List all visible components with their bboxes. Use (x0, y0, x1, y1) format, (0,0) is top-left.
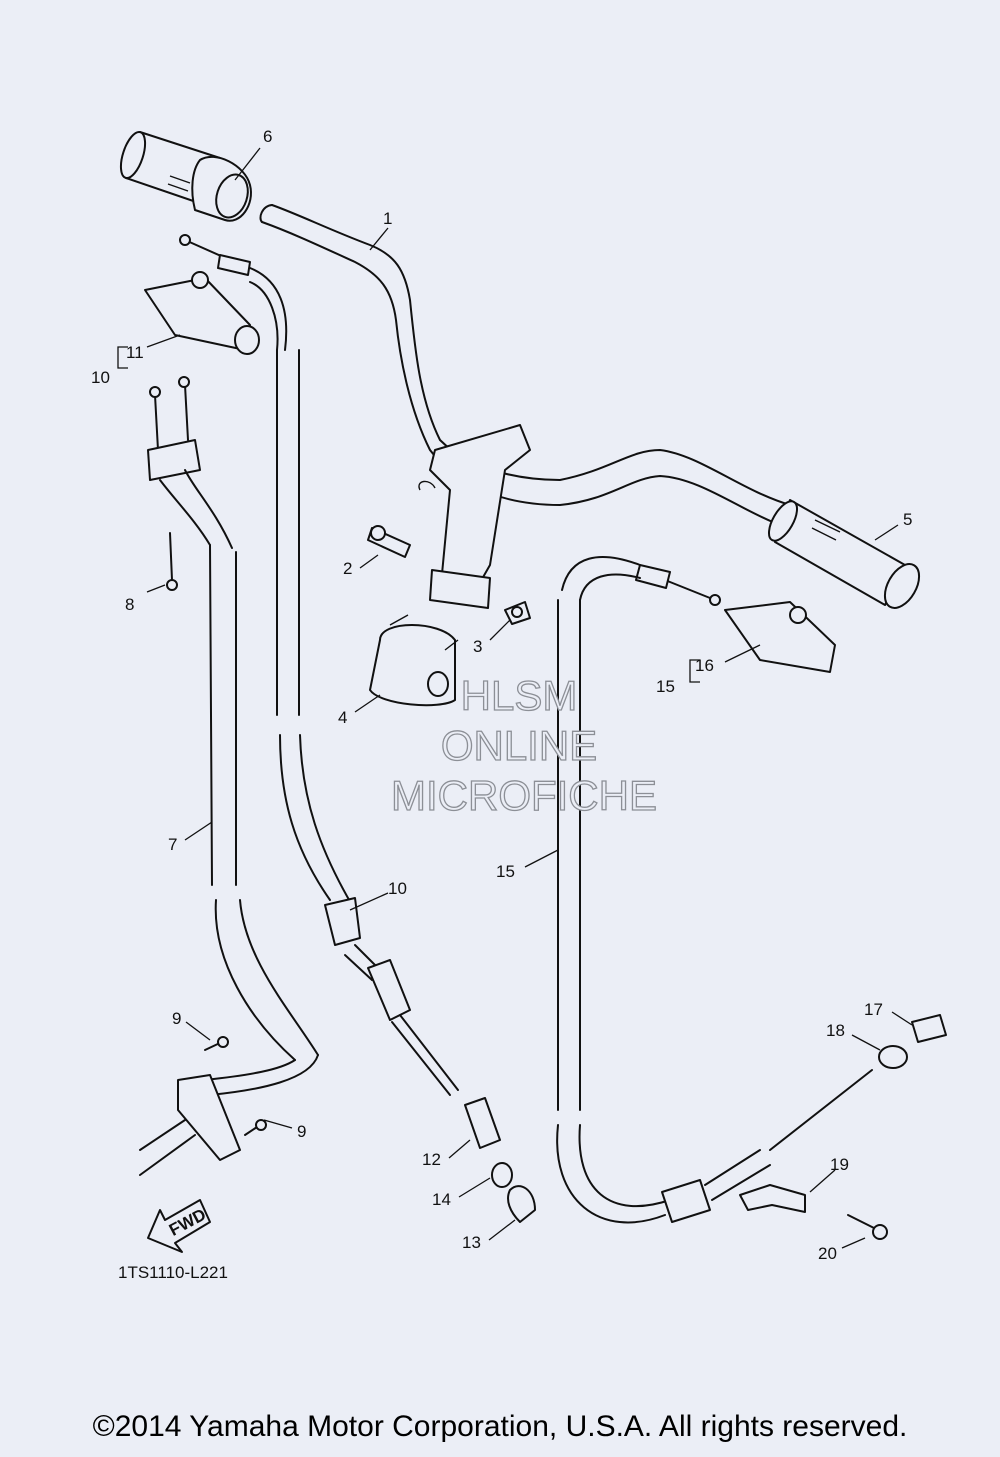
callout-9-lower: 9 (297, 1122, 306, 1141)
copyright-notice: ©2014 Yamaha Motor Corporation, U.S.A. A… (92, 1410, 908, 1443)
callout-17: 17 (864, 1000, 883, 1019)
callout-3: 3 (473, 637, 482, 656)
callout-8: 8 (125, 595, 134, 614)
callout-5: 5 (903, 510, 912, 529)
diagram-code: 1TS1110-L221 (118, 1263, 228, 1282)
fwd-arrow: FWD (147, 1199, 211, 1253)
callout-13: 13 (462, 1233, 481, 1252)
small-parts (739, 1014, 947, 1240)
callout-11: 11 (126, 343, 144, 362)
brake-cable-right (556, 556, 873, 1224)
callout-lines (117, 147, 913, 1249)
brake-lever-left (144, 271, 260, 355)
callout-15-cable: 15 (496, 862, 515, 881)
callout-1: 1 (383, 209, 392, 228)
callout-9-upper: 9 (172, 1009, 181, 1028)
throttle-cable-bracket (139, 1036, 267, 1176)
callout-numbers: 6 1 2 3 4 5 8 7 9 9 10 10 11 12 14 13 15… (91, 127, 912, 1263)
callout-20: 20 (818, 1244, 837, 1263)
callout-18: 18 (826, 1021, 845, 1040)
watermark: HLSM ONLINE MICROFICHE (390, 671, 657, 819)
brake-cable-left (179, 234, 459, 1096)
watermark-line1: HLSM (461, 672, 578, 719)
callout-7: 7 (168, 835, 177, 854)
callout-10-bracket: 10 (91, 368, 110, 387)
callout-6: 6 (263, 127, 272, 146)
throttle-cable (147, 376, 319, 1096)
callout-16: 16 (695, 656, 714, 675)
watermark-line2: ONLINE (441, 722, 597, 769)
callout-19: 19 (830, 1155, 849, 1174)
right-grip (768, 499, 921, 609)
watermark-line3: MICROFICHE (391, 772, 657, 819)
handlebar (259, 204, 791, 526)
callout-2: 2 (343, 559, 352, 578)
adjuster-parts (464, 1097, 536, 1223)
callout-10-cable: 10 (388, 879, 407, 898)
handlebar-holder (367, 424, 531, 707)
callout-15-bracket: 15 (656, 677, 675, 696)
throttle-grip (119, 130, 252, 222)
callout-14: 14 (432, 1190, 451, 1209)
callout-4: 4 (338, 708, 347, 727)
callout-12: 12 (422, 1150, 441, 1169)
